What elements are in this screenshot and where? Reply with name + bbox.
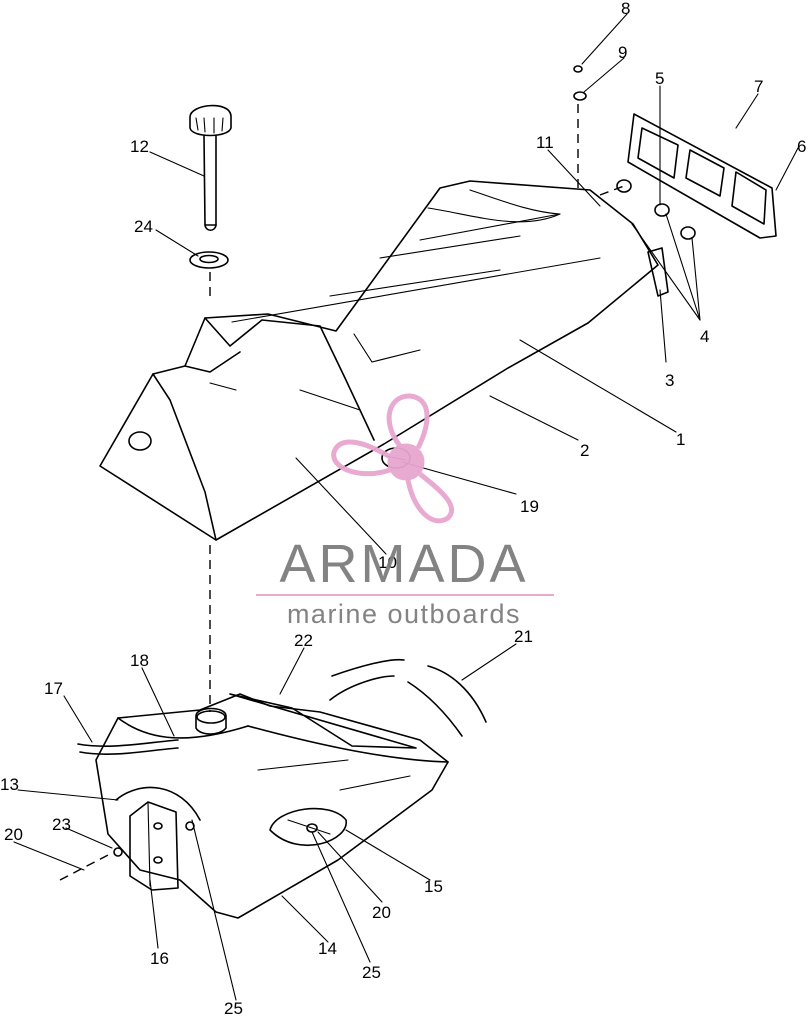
callout-25-left: 25 (224, 999, 243, 1016)
propeller-logo-icon (331, 393, 455, 524)
callout-5: 5 (655, 69, 664, 88)
callout-21: 21 (514, 627, 533, 646)
panel-6 (627, 113, 777, 239)
callout-20-right: 20 (372, 903, 391, 922)
callout-25-right: 25 (362, 963, 381, 982)
callout-12: 12 (130, 137, 149, 156)
callout-2: 2 (580, 441, 589, 460)
callout-16: 16 (150, 949, 169, 968)
fasteners (573, 65, 696, 240)
watermark-brand: ARMADA (279, 534, 528, 594)
callout-1: 1 (676, 430, 685, 449)
callout-6: 6 (797, 137, 806, 156)
callout-17: 17 (44, 679, 63, 698)
engine-cover (99, 180, 669, 541)
watermark: ARMADA marine outboards (256, 393, 554, 629)
callout-22: 22 (294, 631, 313, 650)
callout-18: 18 (130, 651, 149, 670)
callout-13: 13 (0, 775, 19, 794)
callout-19: 19 (520, 497, 539, 516)
leader-lines (13, 13, 799, 1001)
callout-7: 7 (754, 77, 763, 96)
callout-23: 23 (52, 815, 71, 834)
callout-4: 4 (700, 327, 709, 346)
callout-24: 24 (134, 217, 153, 236)
fuel-tank (59, 658, 487, 919)
washer-24 (189, 251, 229, 269)
callout-9: 9 (618, 43, 627, 62)
callout-3: 3 (665, 371, 674, 390)
callout-20-left: 20 (4, 825, 23, 844)
callout-11: 11 (536, 133, 554, 152)
watermark-divider (256, 594, 554, 596)
callout-14: 14 (318, 939, 337, 958)
fuel-cap-12 (189, 104, 232, 232)
callout-15: 15 (424, 877, 443, 896)
watermark-tagline: marine outboards (287, 599, 521, 629)
callout-8: 8 (621, 0, 630, 18)
callout-10: 10 (378, 553, 397, 572)
